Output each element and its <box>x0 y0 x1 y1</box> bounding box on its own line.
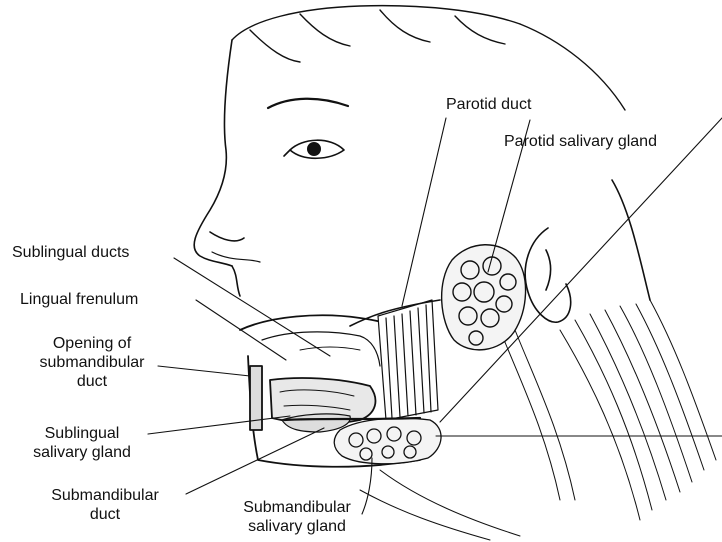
label-submandibular-gland-line-2: salivary gland <box>222 517 372 536</box>
leader-opening <box>158 366 250 376</box>
label-submandibular-duct: Submandibular duct <box>30 486 180 524</box>
leader-lingual-frenulum <box>196 300 286 360</box>
face-profile <box>194 40 348 296</box>
label-parotid-duct: Parotid duct <box>446 95 531 114</box>
leader-parotid-duct <box>402 118 446 306</box>
label-opening-line-2: submandibular <box>36 353 148 372</box>
label-opening-of-submandibular-duct: Opening of submandibular duct <box>36 334 148 391</box>
label-submandibular-salivary-gland: Submandibular salivary gland <box>222 498 372 536</box>
leader-sublingual-gland <box>148 416 290 434</box>
label-sublingual-line-1: Sublingual <box>22 424 142 443</box>
leader-sublingual-ducts <box>174 258 330 356</box>
parotid-gland-drawing <box>442 245 526 350</box>
label-lingual-frenulum: Lingual frenulum <box>20 290 138 309</box>
submandibular-gland-drawing <box>334 418 441 464</box>
label-sublingual-salivary-gland: Sublingual salivary gland <box>22 424 142 462</box>
label-submandibular-gland-line-1: Submandibular <box>222 498 372 517</box>
label-parotid-salivary-gland: Parotid salivary gland <box>504 132 657 151</box>
label-sublingual-ducts: Sublingual ducts <box>12 243 129 262</box>
ear-outline <box>525 180 650 322</box>
label-opening-line-1: Opening of <box>36 334 148 353</box>
label-sublingual-line-2: salivary gland <box>22 443 142 462</box>
label-submandibular-duct-line-2: duct <box>30 505 180 524</box>
hair-outline <box>232 6 625 110</box>
label-submandibular-duct-line-1: Submandibular <box>30 486 180 505</box>
label-opening-line-3: duct <box>36 372 148 391</box>
